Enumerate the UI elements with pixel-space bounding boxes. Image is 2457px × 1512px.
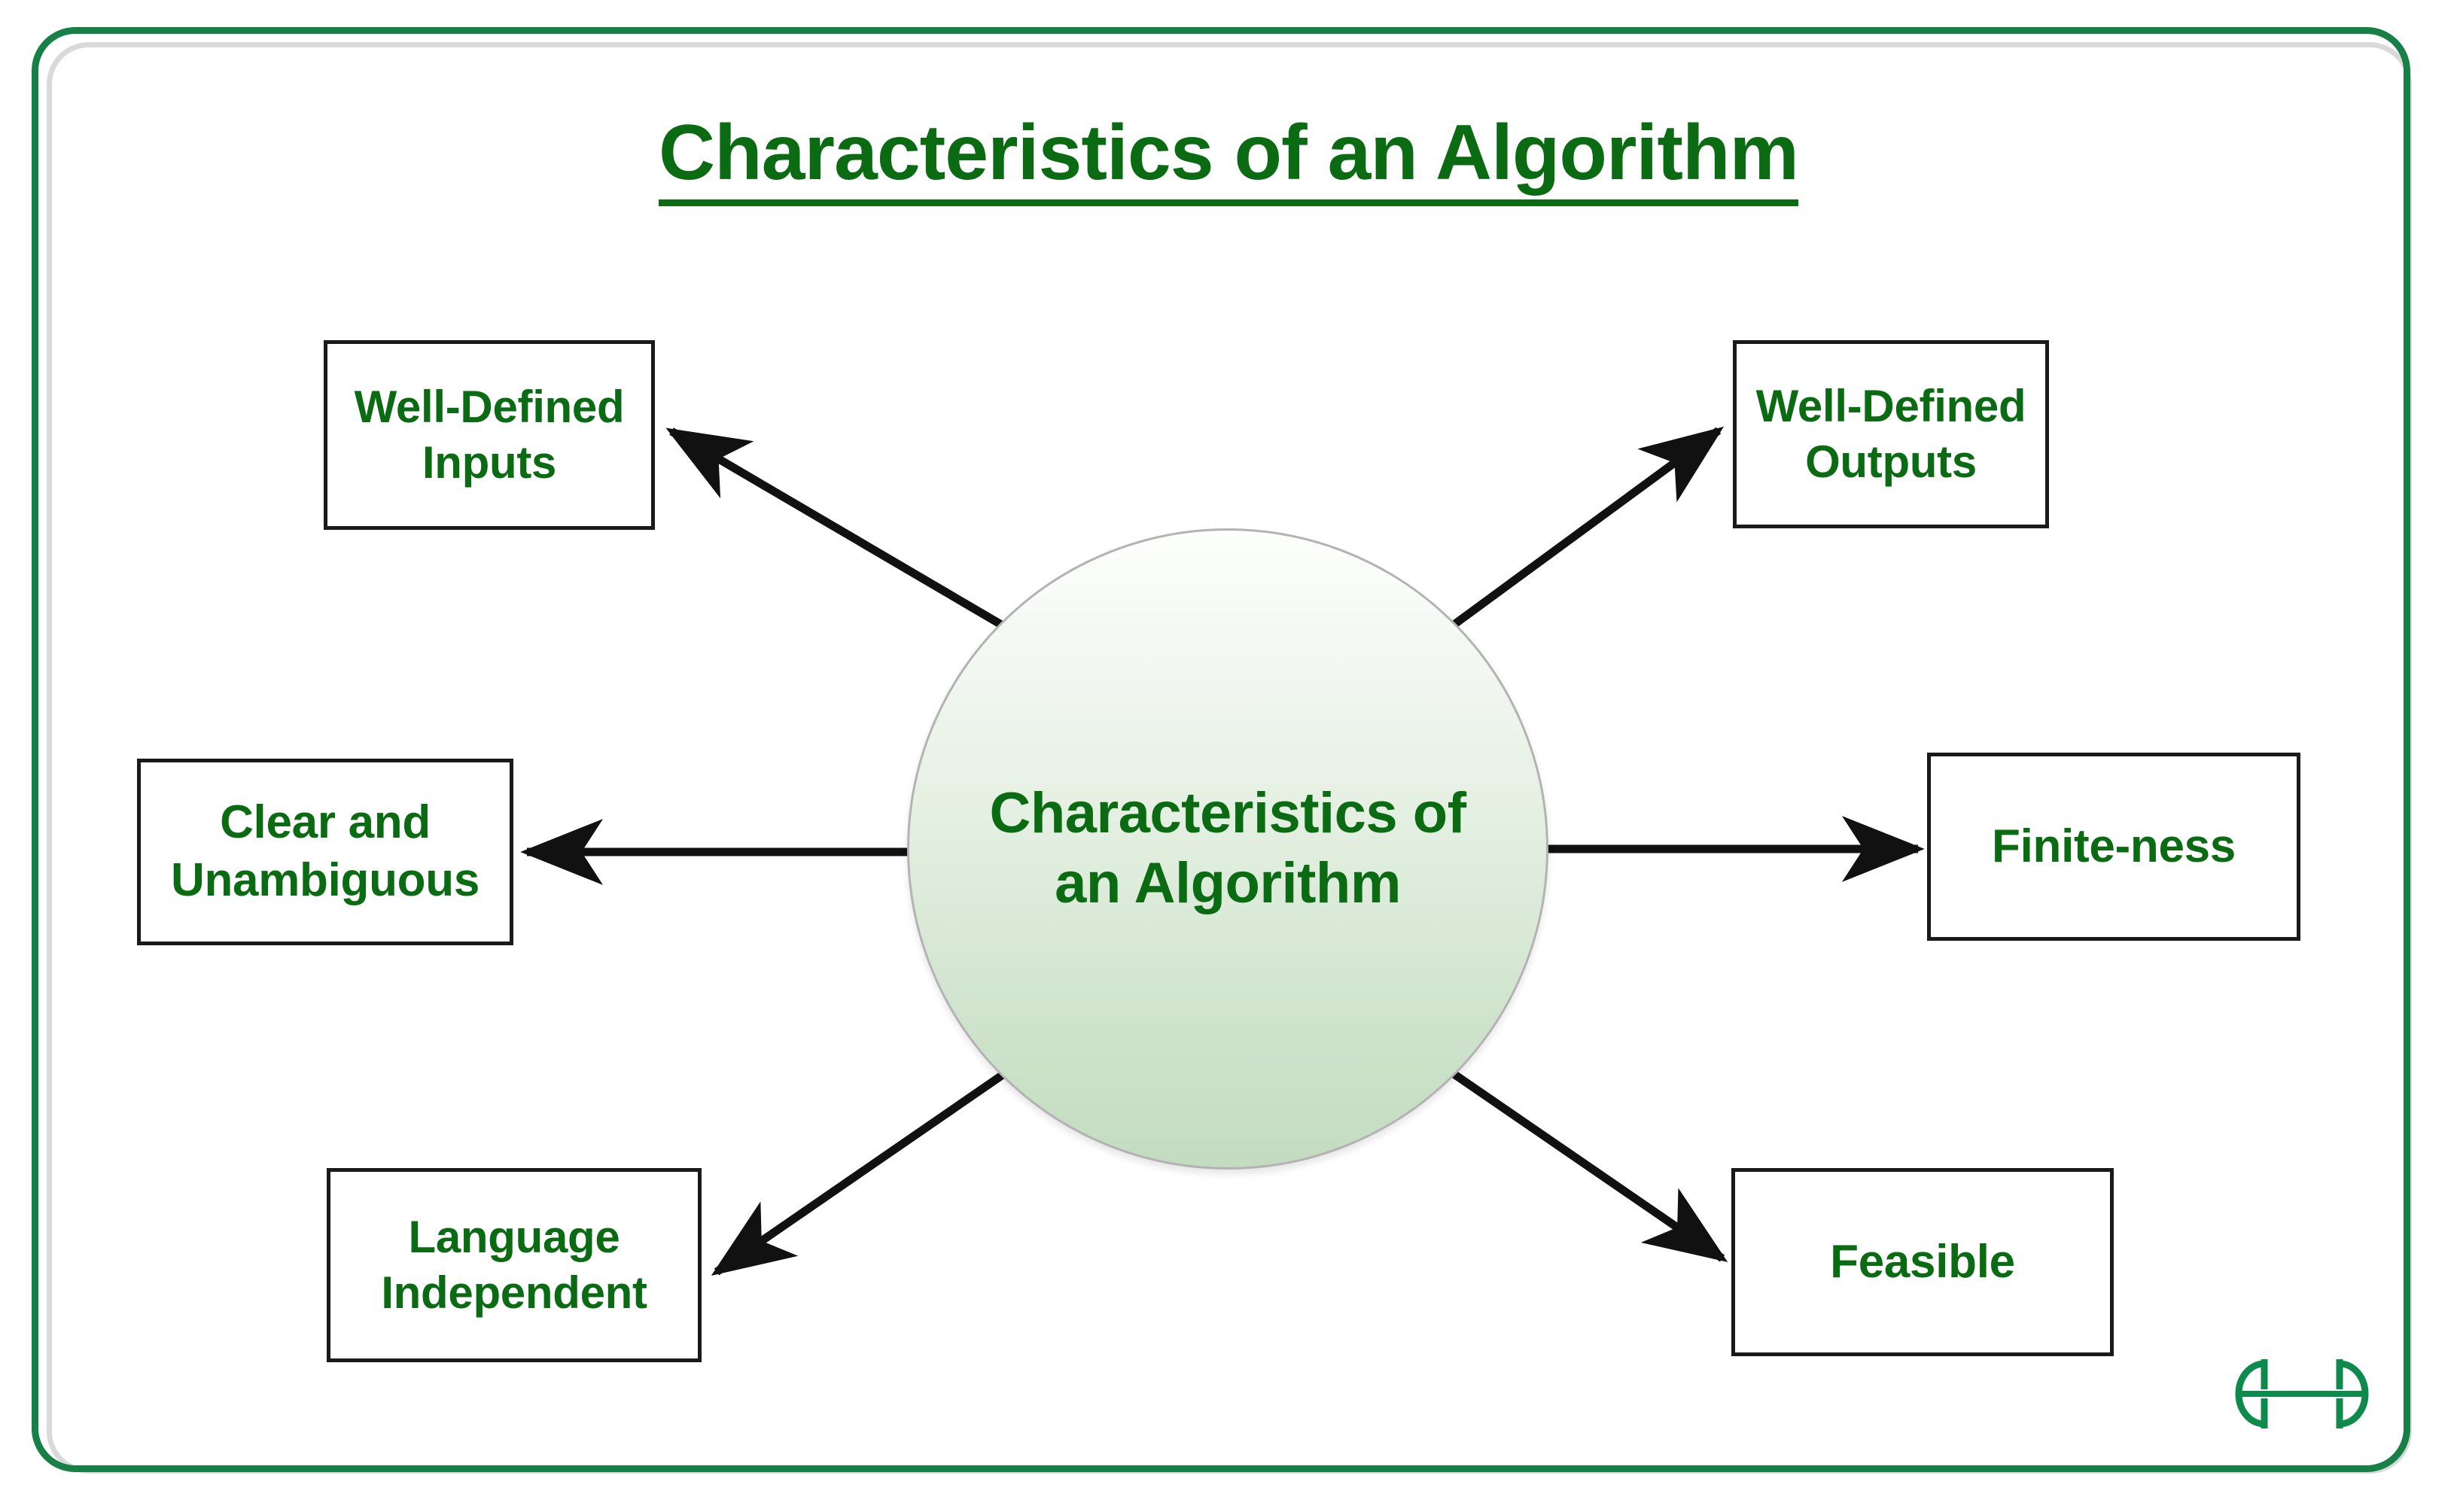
node-well-defined-inputs[interactable]: Well-Defined Inputs — [324, 340, 655, 530]
page-title-text: Characteristics of an Algorithm — [659, 109, 1799, 206]
node-finite-ness[interactable]: Finite-ness — [1927, 753, 2300, 941]
node-well-defined-outputs[interactable]: Well-Defined Outputs — [1733, 340, 2049, 528]
node-language-independent[interactable]: Language Independent — [327, 1168, 702, 1362]
node-label-finite-ness: Finite-ness — [1992, 820, 2236, 872]
node-feasible[interactable]: Feasible — [1731, 1168, 2114, 1356]
node-clear-and-unambiguous[interactable]: Clear and Unambiguous — [137, 759, 513, 945]
center-node-circle: Characteristics of an Algorithm — [907, 528, 1548, 1170]
node-label-well-defined-inputs: Well-Defined Inputs — [354, 381, 625, 488]
node-label-clear-and-unambiguous: Clear and Unambiguous — [170, 796, 480, 906]
page-title: Characteristics of an Algorithm — [0, 109, 2457, 206]
node-label-language-independent: Language Independent — [381, 1211, 647, 1318]
geeksforgeeks-logo-icon — [2235, 1359, 2369, 1428]
node-label-feasible: Feasible — [1830, 1235, 2015, 1288]
node-label-well-defined-outputs: Well-Defined Outputs — [1755, 380, 2026, 487]
center-node-label: Characteristics of an Algorithm — [989, 781, 1466, 915]
frame-green-border — [32, 27, 2410, 1472]
